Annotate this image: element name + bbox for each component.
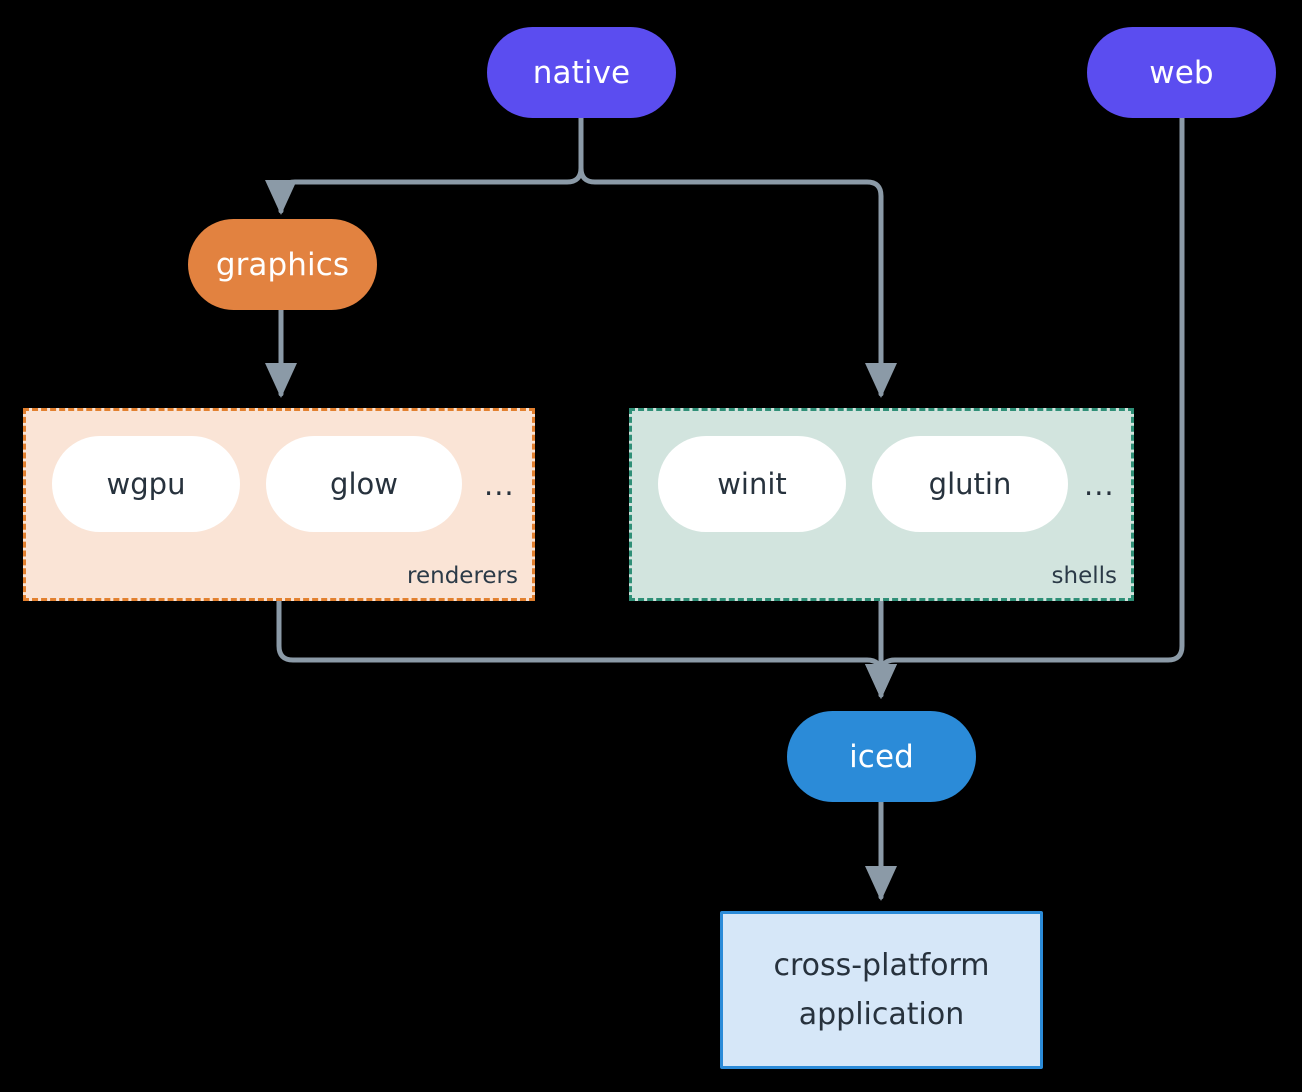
node-wgpu-label: wgpu — [106, 467, 186, 501]
node-native-label: native — [532, 54, 631, 91]
edge-renderers-to-iced — [276, 598, 897, 700]
edge-web-to-iced — [864, 115, 1185, 700]
node-winit[interactable]: winit — [658, 436, 846, 532]
group-shells-label: shells — [1051, 563, 1117, 589]
renderers-overflow-ellipsis: ... — [484, 468, 515, 502]
node-iced[interactable]: iced — [787, 711, 976, 802]
edge-native-split — [264, 115, 584, 216]
node-wgpu[interactable]: wgpu — [52, 436, 240, 532]
node-glow[interactable]: glow — [266, 436, 462, 532]
group-shells: winit glutin ... shells — [629, 408, 1134, 601]
node-glutin-label: glutin — [928, 467, 1012, 501]
application-label-line2: application — [798, 997, 965, 1032]
node-web[interactable]: web — [1087, 27, 1276, 118]
group-renderers: wgpu glow ... renderers — [23, 408, 535, 601]
node-winit-label: winit — [717, 467, 787, 501]
node-cross-platform-application[interactable]: cross-platform application — [720, 911, 1043, 1069]
node-web-label: web — [1149, 54, 1214, 91]
node-glutin[interactable]: glutin — [872, 436, 1068, 532]
application-label-line1: cross-platform — [773, 947, 990, 983]
shells-overflow-ellipsis: ... — [1084, 468, 1115, 502]
node-glow-label: glow — [330, 467, 398, 501]
group-renderers-label: renderers — [407, 563, 518, 589]
edge-native-to-shells — [578, 115, 897, 399]
node-graphics-label: graphics — [215, 246, 350, 283]
node-native[interactable]: native — [487, 27, 676, 118]
node-graphics[interactable]: graphics — [188, 219, 377, 310]
node-iced-label: iced — [849, 738, 914, 775]
